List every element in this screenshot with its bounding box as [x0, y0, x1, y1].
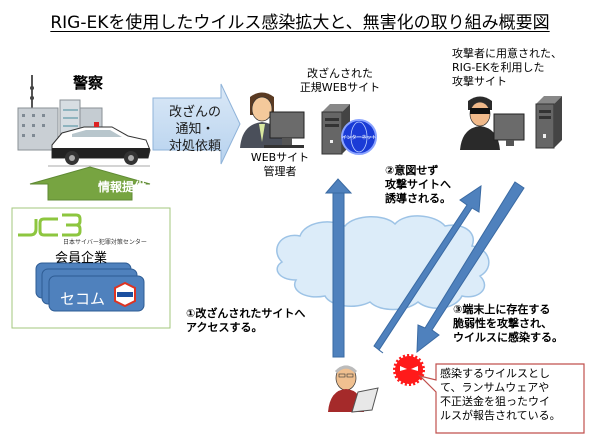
- step1-line: ①改ざんされたサイトへ: [186, 307, 306, 320]
- admin-line: 管理者: [263, 165, 297, 178]
- globe-label: インターネット: [341, 134, 376, 141]
- member-company-label: 会員企業: [55, 251, 108, 266]
- web-site-line: 正規WEBサイト: [299, 81, 381, 94]
- police-label: 警察: [73, 74, 104, 92]
- notify-arrow: [152, 83, 241, 165]
- info-provide-label: 情報提供: [97, 180, 146, 194]
- step1-line: アクセスする。: [186, 321, 263, 334]
- step2-line: 攻撃サイトへ: [385, 178, 451, 191]
- step2-line: ②意図せず: [385, 164, 439, 177]
- step2-line: 誘導される。: [385, 192, 451, 205]
- internet-cloud: [276, 215, 490, 311]
- attacker-line: 攻撃サイト: [452, 75, 507, 88]
- notify-line: 改ざんの: [168, 105, 221, 120]
- title-text: RIG-EKを使用したウイルス感染拡大と、無害化の取り組み概要図: [50, 13, 550, 33]
- step2-label: ②意図せず 攻撃サイトへ 誘導される。: [385, 164, 451, 206]
- member-company-cards: [35, 262, 145, 312]
- callout-text: 感染するウイルスとし て、ランサムウェアや 不正送金を狙ったウイ ルスが報告され…: [440, 367, 580, 423]
- step3-line: 脆弱性を攻撃され、: [453, 317, 553, 330]
- step3-arrow: [416, 181, 525, 354]
- callout-line: 不正送金を狙ったウイ: [440, 395, 550, 408]
- web-site-line: 改ざんされた: [307, 67, 373, 80]
- secom-label: セコム: [60, 290, 106, 308]
- attacker-icon: [460, 96, 525, 150]
- step3-line: ウイルスに感染する。: [453, 331, 563, 344]
- attack-server-icon: [535, 96, 562, 149]
- police-car-icon: [48, 122, 151, 167]
- web-site-label: 改ざんされた 正規WEBサイト: [290, 67, 390, 95]
- jc3-subtitle: 日本サイバー犯罪対策センター: [63, 239, 147, 246]
- step3-line: ③端末上に存在する: [453, 303, 551, 316]
- page-title: RIG-EKを使用したウイルス感染拡大と、無害化の取り組み概要図: [0, 8, 600, 33]
- callout-box: [418, 363, 585, 434]
- step1-label: ①改ざんされたサイトへ アクセスする。: [186, 307, 305, 335]
- virus-icon: [393, 354, 425, 386]
- step2-arrow: [373, 185, 482, 354]
- web-admin-icon: [240, 92, 305, 148]
- jc3-logo: [18, 213, 82, 237]
- notify-line: 対処依頼: [168, 139, 221, 154]
- internet-globe-icon: インターネット: [341, 119, 377, 155]
- attacker-line: 攻撃者に用意された、: [452, 47, 562, 60]
- admin-line: WEBサイト: [250, 151, 310, 164]
- web-admin-label: WEBサイト 管理者: [240, 151, 320, 179]
- notify-arrow-label: 改ざんの 通知・ 対処依頼: [152, 104, 238, 155]
- callout-line: 感染するウイルスとし: [440, 367, 550, 380]
- step3-label: ③端末上に存在する 脆弱性を攻撃され、 ウイルスに感染する。: [453, 303, 563, 345]
- victim-user-icon: [328, 365, 379, 413]
- attacker-line: RIG-EKを利用した: [452, 61, 545, 74]
- attack-site-label: 攻撃者に用意された、 RIG-EKを利用した 攻撃サイト: [452, 47, 562, 89]
- step1-arrow: [324, 178, 353, 358]
- info-provide-arrow: [29, 166, 151, 201]
- callout-line: ルスが報告されている。: [440, 409, 561, 422]
- notify-line: 通知・: [175, 122, 215, 137]
- callout-line: て、ランサムウェアや: [440, 381, 550, 394]
